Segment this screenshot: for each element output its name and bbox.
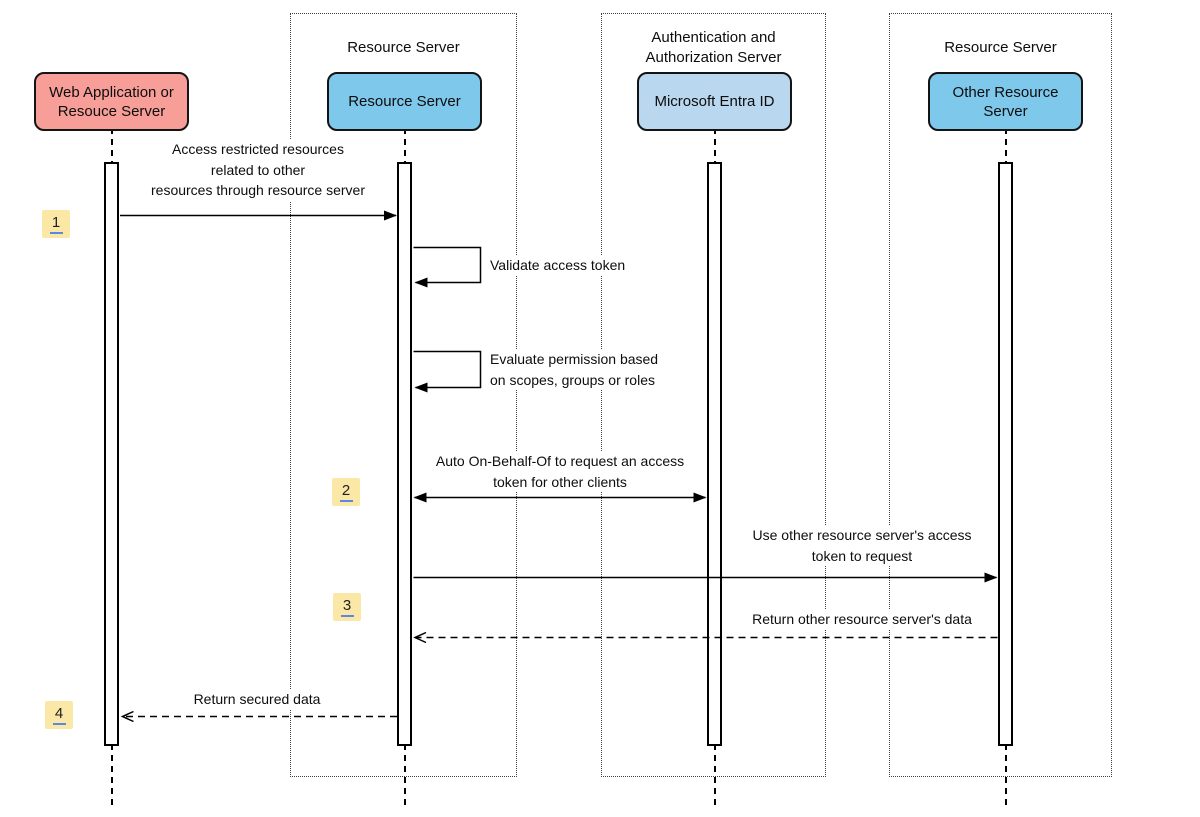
message-label-return-other-data: Return other resource server's data bbox=[749, 609, 975, 630]
group-title: Authentication and Authorization Server bbox=[645, 29, 782, 66]
participant-web-app: Web Application or Resouce Server bbox=[34, 72, 189, 131]
step-badge-3: 3 bbox=[333, 593, 361, 621]
step-badge-1: 1 bbox=[42, 210, 70, 238]
participant-entra-id: Microsoft Entra ID bbox=[637, 72, 792, 131]
message-label-use-other-token: Use other resource server's access token… bbox=[749, 525, 975, 566]
step-underline bbox=[49, 231, 63, 234]
message-label-evaluate-permission: Evaluate permission based on scopes, gro… bbox=[487, 349, 662, 390]
step-underline bbox=[52, 722, 66, 725]
step-badge-4: 4 bbox=[45, 701, 73, 729]
participant-label: Microsoft Entra ID bbox=[654, 93, 775, 110]
message-label-return-secured-data: Return secured data bbox=[190, 689, 324, 710]
message-arrow-validate-token-self bbox=[413, 246, 482, 288]
group-title: Resource Server bbox=[347, 39, 460, 56]
activation-resource-server bbox=[397, 162, 412, 746]
participant-label: Resource Server bbox=[348, 93, 461, 110]
participant-resource-server: Resource Server bbox=[327, 72, 482, 131]
step-number: 1 bbox=[51, 213, 61, 231]
step-underline bbox=[339, 499, 353, 502]
activation-other-resource-server bbox=[998, 162, 1013, 746]
step-number: 4 bbox=[54, 704, 64, 722]
activation-entra-id bbox=[707, 162, 722, 746]
step-number: 2 bbox=[341, 481, 351, 499]
message-label-access-restricted: Access restricted resources related to o… bbox=[148, 139, 368, 201]
step-number: 3 bbox=[342, 596, 352, 614]
group-title: Resource Server bbox=[944, 39, 1057, 56]
step-badge-2: 2 bbox=[332, 478, 360, 506]
participant-label: Other Resource Server bbox=[952, 83, 1059, 120]
participant-label: Web Application or Resouce Server bbox=[49, 83, 174, 120]
participant-other-resource-server: Other Resource Server bbox=[928, 72, 1083, 131]
group-other-resource-server: Resource Server bbox=[889, 13, 1112, 777]
message-label-validate-token: Validate access token bbox=[487, 255, 629, 276]
message-arrow-evaluate-permission-self bbox=[413, 350, 482, 393]
activation-web-app bbox=[104, 162, 119, 746]
message-label-on-behalf-of: Auto On-Behalf-Of to request an access t… bbox=[432, 451, 688, 492]
step-underline bbox=[340, 614, 354, 617]
